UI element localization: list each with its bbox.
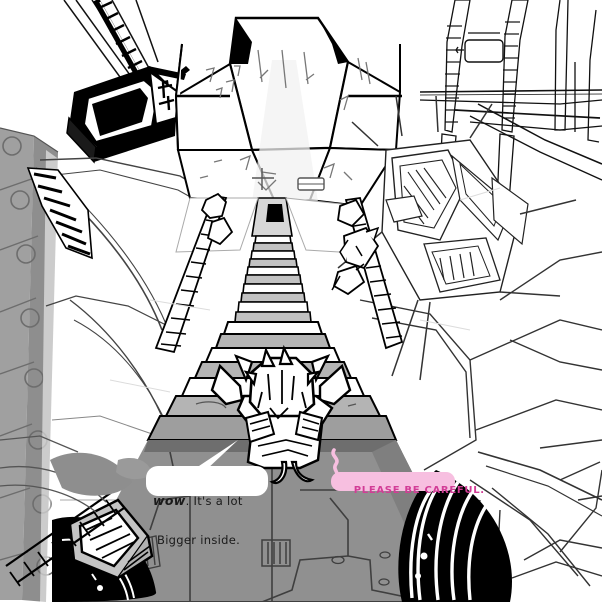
left-hatch-wedge [26, 167, 93, 260]
tower-columns [419, 0, 602, 229]
bubble-careful-text: PLEASE BE CAREFUL. [353, 485, 485, 497]
upper-gray-blob [50, 452, 132, 496]
ladder [5, 491, 125, 587]
speech-bubble-careful: PLEASE BE CAREFUL. [331, 472, 484, 496]
bubble-wow-line2: Bigger inside. [157, 532, 241, 547]
right-machinery [337, 95, 577, 381]
upper-gray-blob-2 [116, 457, 152, 480]
creature-tail [269, 460, 288, 485]
bubble-wow-line1: wow. It's a lot [153, 492, 263, 508]
perched-figures [200, 192, 380, 296]
vent-grate [261, 539, 291, 567]
bubble-wow-emphasis: wow [153, 492, 186, 508]
right-lower-structure [359, 251, 602, 591]
creature [210, 344, 352, 485]
speech-bubble-wow: wow. It's a lot Bigger inside. [146, 466, 268, 546]
faint-guides [109, 187, 501, 393]
central-monolith [174, 16, 402, 208]
crate [68, 498, 154, 580]
bubble-wow-rest: . It's a lot [185, 493, 243, 508]
hanging-container [66, 66, 190, 164]
dark-void-right [398, 470, 512, 602]
